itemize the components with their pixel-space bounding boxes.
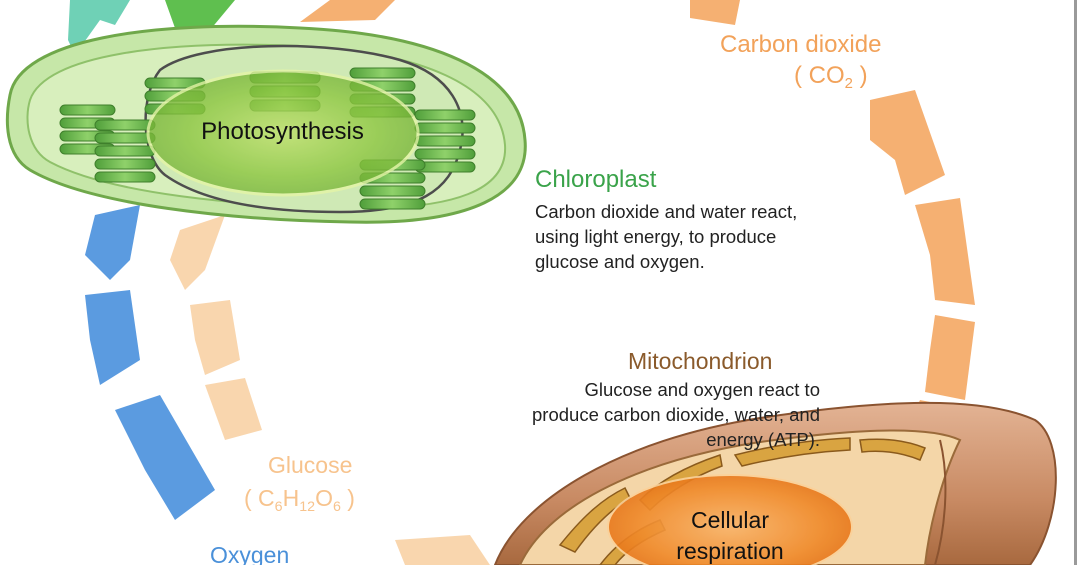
oxygen-label: Oxygen xyxy=(210,542,290,565)
arrow-blue-left xyxy=(85,205,215,520)
right-edge-border xyxy=(1074,0,1077,565)
mitochondrion-description: Glucose and oxygen react to produce carb… xyxy=(532,379,820,450)
chloroplast-description: Carbon dioxide and water react, using li… xyxy=(535,201,798,272)
respiration-glow xyxy=(607,474,853,565)
chloroplast-title: Chloroplast xyxy=(535,166,657,193)
glucose-label: Glucose xyxy=(268,452,353,478)
mitochondrion-title: Mitochondrion xyxy=(628,348,773,374)
arrow-light-orange-left xyxy=(170,215,490,565)
arrow-orange-top xyxy=(300,0,740,25)
carbon-dioxide-label: Carbon dioxide xyxy=(720,31,882,58)
photosynthesis-label: Photosynthesis xyxy=(201,118,364,145)
glucose-formula: ( C6H12O6 ) xyxy=(244,485,355,515)
co2-formula: ( CO2 ) xyxy=(794,62,868,93)
photosynthesis-glow xyxy=(146,69,420,197)
mitochondrion-icon xyxy=(493,401,1057,565)
chloroplast-icon xyxy=(5,24,527,224)
cellular-respiration-label: Cellular respiration xyxy=(676,507,784,564)
